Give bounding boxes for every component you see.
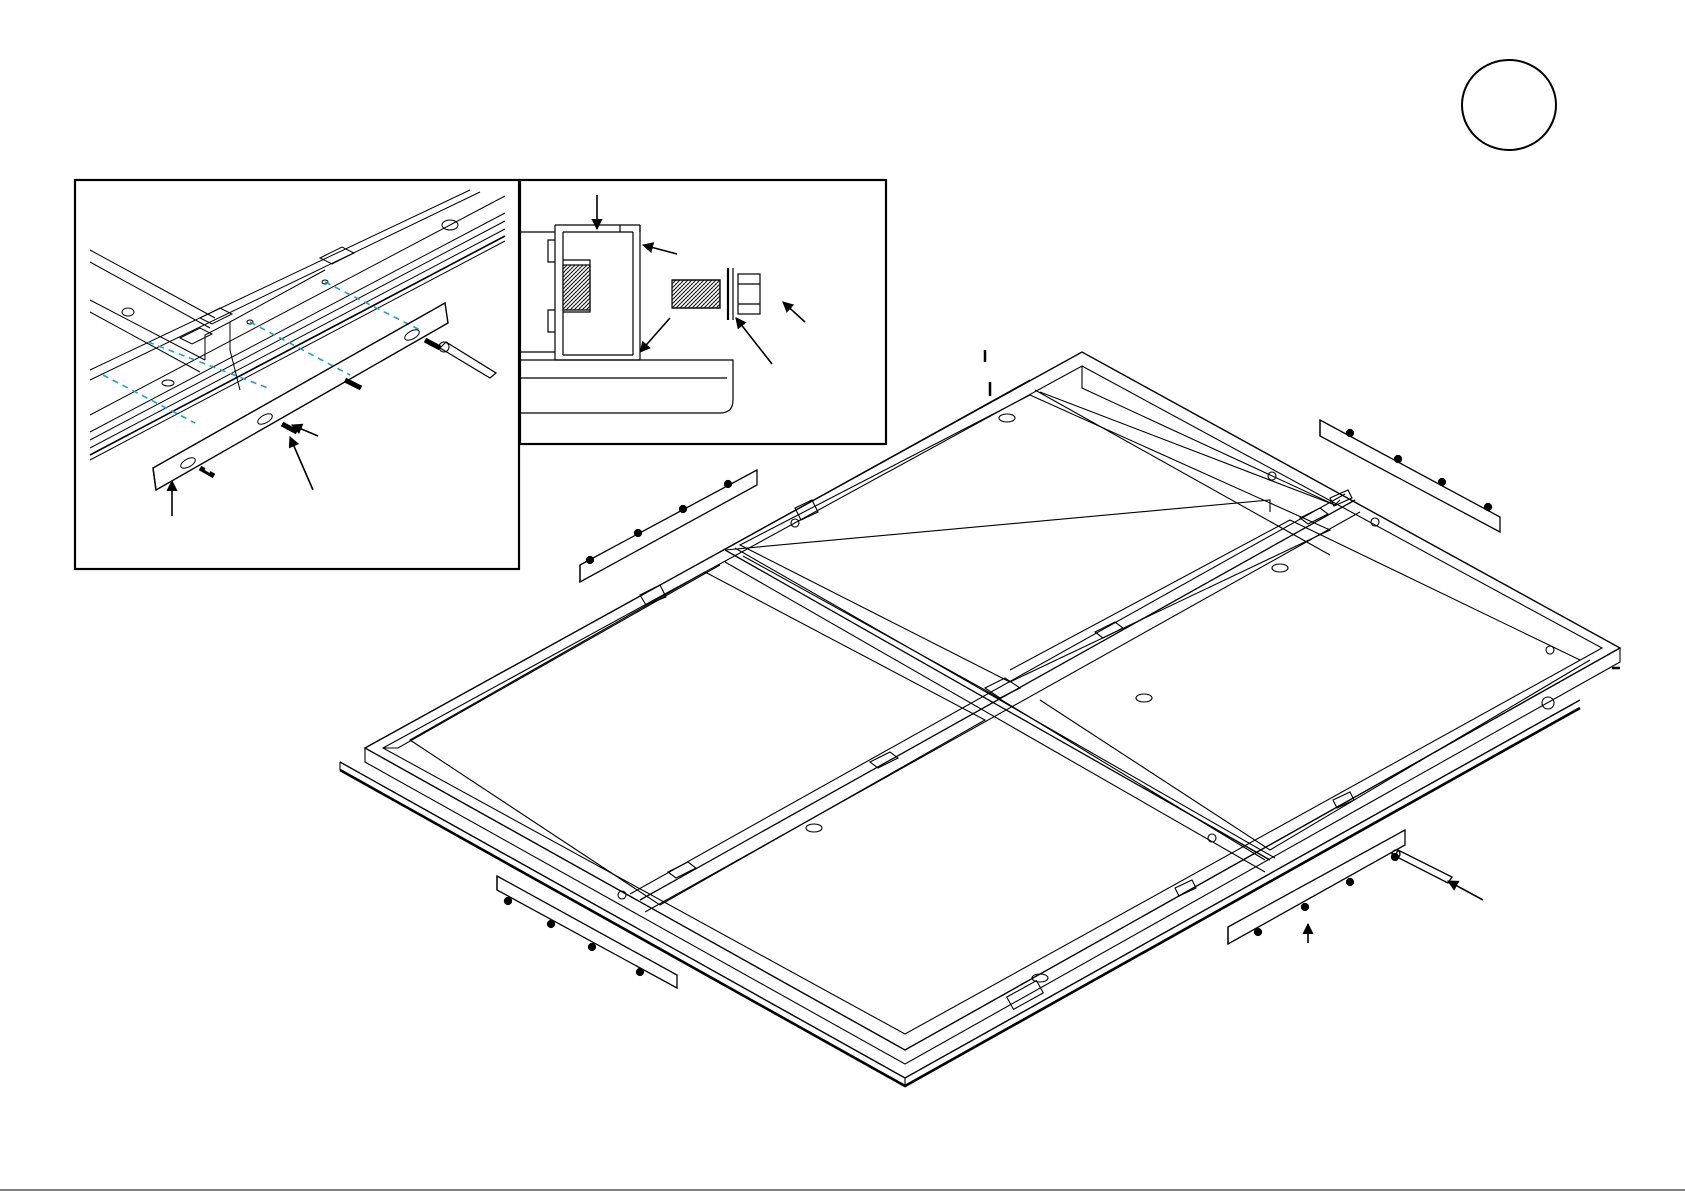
main-frame-assembly (340, 350, 1620, 1086)
detail-inset-bolt-section (520, 180, 886, 444)
hex-wrench (1392, 850, 1452, 883)
detail-inset-connector (75, 180, 519, 569)
connector-plate-bottom-left (497, 876, 677, 988)
step-circle (1462, 60, 1556, 150)
connector-plate-top-right (1320, 420, 1500, 532)
callout-arrows (1308, 881, 1483, 943)
